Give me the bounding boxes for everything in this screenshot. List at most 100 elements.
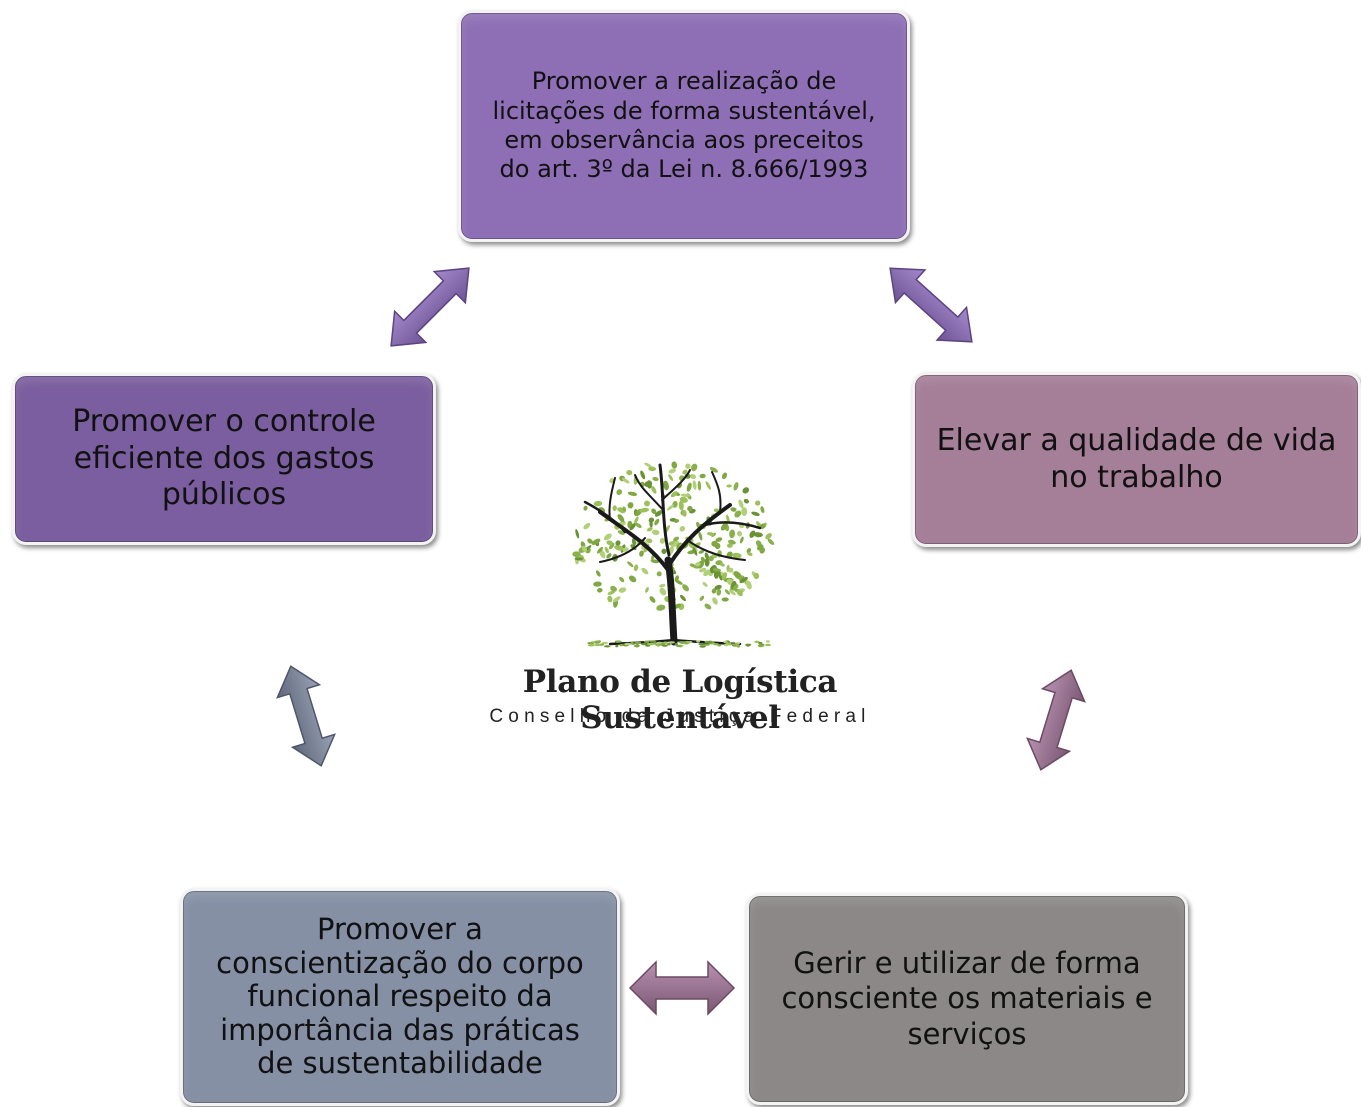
grass-leaf [725,641,729,645]
tree-leaf [574,557,583,561]
grass-leaf [758,641,763,645]
double-arrow-right-to-bottom-right [1026,669,1086,771]
tree-leaf [614,545,624,551]
tree-leaf [644,480,653,487]
tree-leaf [767,538,775,545]
tree-leaf [668,474,674,482]
grass-leaf [661,644,668,647]
tree-leaf [703,569,711,577]
tree-leaf [738,499,744,509]
tree-leaf [583,505,588,511]
tree-leaf [656,604,666,611]
grass-leaf [696,640,700,643]
tree-leaf [593,581,602,587]
tree-leaf [736,589,743,597]
grass-leaf [727,643,732,646]
tree-leaf [671,461,678,469]
tree-leaf [730,507,737,512]
box-text-line: conscientização do corpo [216,945,584,980]
tree-leaf [712,597,718,605]
logo-plano-logistica-sustentavel: Plano de Logística Sustentável Conselho … [440,450,920,740]
tree-leaf [645,587,649,593]
grass-leaf [667,643,671,646]
tree-leaf [724,589,730,595]
tree-icon [572,461,775,648]
tree-leaf [607,595,613,603]
tree-leaf [606,540,614,546]
tree-leaf [646,527,653,532]
tree-leaf [695,562,701,567]
tree-leaf [612,505,617,511]
box-text-line: em observância aos preceitos [504,126,864,154]
tree-leaf [583,522,591,530]
grass-leaf [656,644,660,647]
tree-leaf [679,526,686,532]
tree-leaf [729,529,736,539]
tree-leaf [651,485,657,494]
tree-leaf [718,571,723,581]
grass-leaf [736,645,741,648]
tree-leaf [732,552,742,559]
tree-leaf [720,522,728,531]
tree-leaf [639,507,650,513]
box-text-line: Gerir e utilizar de forma [793,945,1141,980]
tree-leaf [617,530,625,535]
box-text-line: do art. 3º da Lei n. 8.666/1993 [499,155,869,184]
logo-title: Plano de Logística Sustentável [522,664,838,736]
double-arrow-top-left [390,267,470,347]
box-text-line: importância das práticas [220,1012,580,1047]
tree-leaf [699,567,707,573]
tree-leaf [739,536,744,544]
tree-leaf [654,518,660,526]
tree-leaf [608,542,615,550]
box-text-line: Promover a [317,911,483,946]
tree-leaf [743,498,749,504]
tree-leaf [741,507,748,516]
tree-leaf [627,561,634,568]
grass-leaf [649,640,657,643]
tree-leaf [633,564,639,572]
tree-leaf [668,541,675,546]
grass-leaf [699,645,706,648]
tree-leaf [575,528,580,539]
tree-leaf [627,491,638,496]
tree-leaf [572,551,581,558]
tree-leaf [721,597,729,602]
tree-leaf [607,590,615,595]
tree-leaf [651,529,660,536]
grass-leaf [656,641,663,645]
tree-leaf [674,575,679,582]
grass-leaf [619,643,623,647]
box-text-line: Elevar a qualidade de vida [936,422,1337,458]
tree-leaf [697,480,702,491]
tree-leaf [659,583,666,588]
objective-box-sustainable-procurement: Promover a realização de licitações de f… [458,10,910,242]
tree-leaf [698,531,703,541]
tree-leaf [716,588,722,596]
tree-leaf [616,489,623,495]
tree-leaf [632,537,636,546]
tree-leaf [733,482,739,491]
tree-leaf [593,500,603,507]
tree-leaf [689,563,696,568]
tree-leaf [634,516,639,524]
double-arrow-bottom [628,960,736,1016]
tree-leaf [728,589,736,596]
tree-leaf [656,571,662,577]
tree-leaf [622,506,627,512]
tree-leaf [765,533,772,540]
tree-leaf [699,473,706,479]
tree-leaf [739,576,748,584]
logo-subtitle: Conselho da Justiça Federal [489,706,871,727]
tree-leaf [640,470,646,480]
tree-leaf [615,540,621,546]
tree-leaf [732,584,739,591]
tree-leaf [749,530,756,538]
tree-leaf [641,567,649,575]
box-text-line: eficiente dos gastos [73,440,375,476]
tree-leaf [604,546,609,554]
box-text-line: Promover o controle [72,404,376,440]
grass-leaf [631,642,635,645]
tree-leaf [644,500,650,507]
tree-leaf [654,510,663,517]
